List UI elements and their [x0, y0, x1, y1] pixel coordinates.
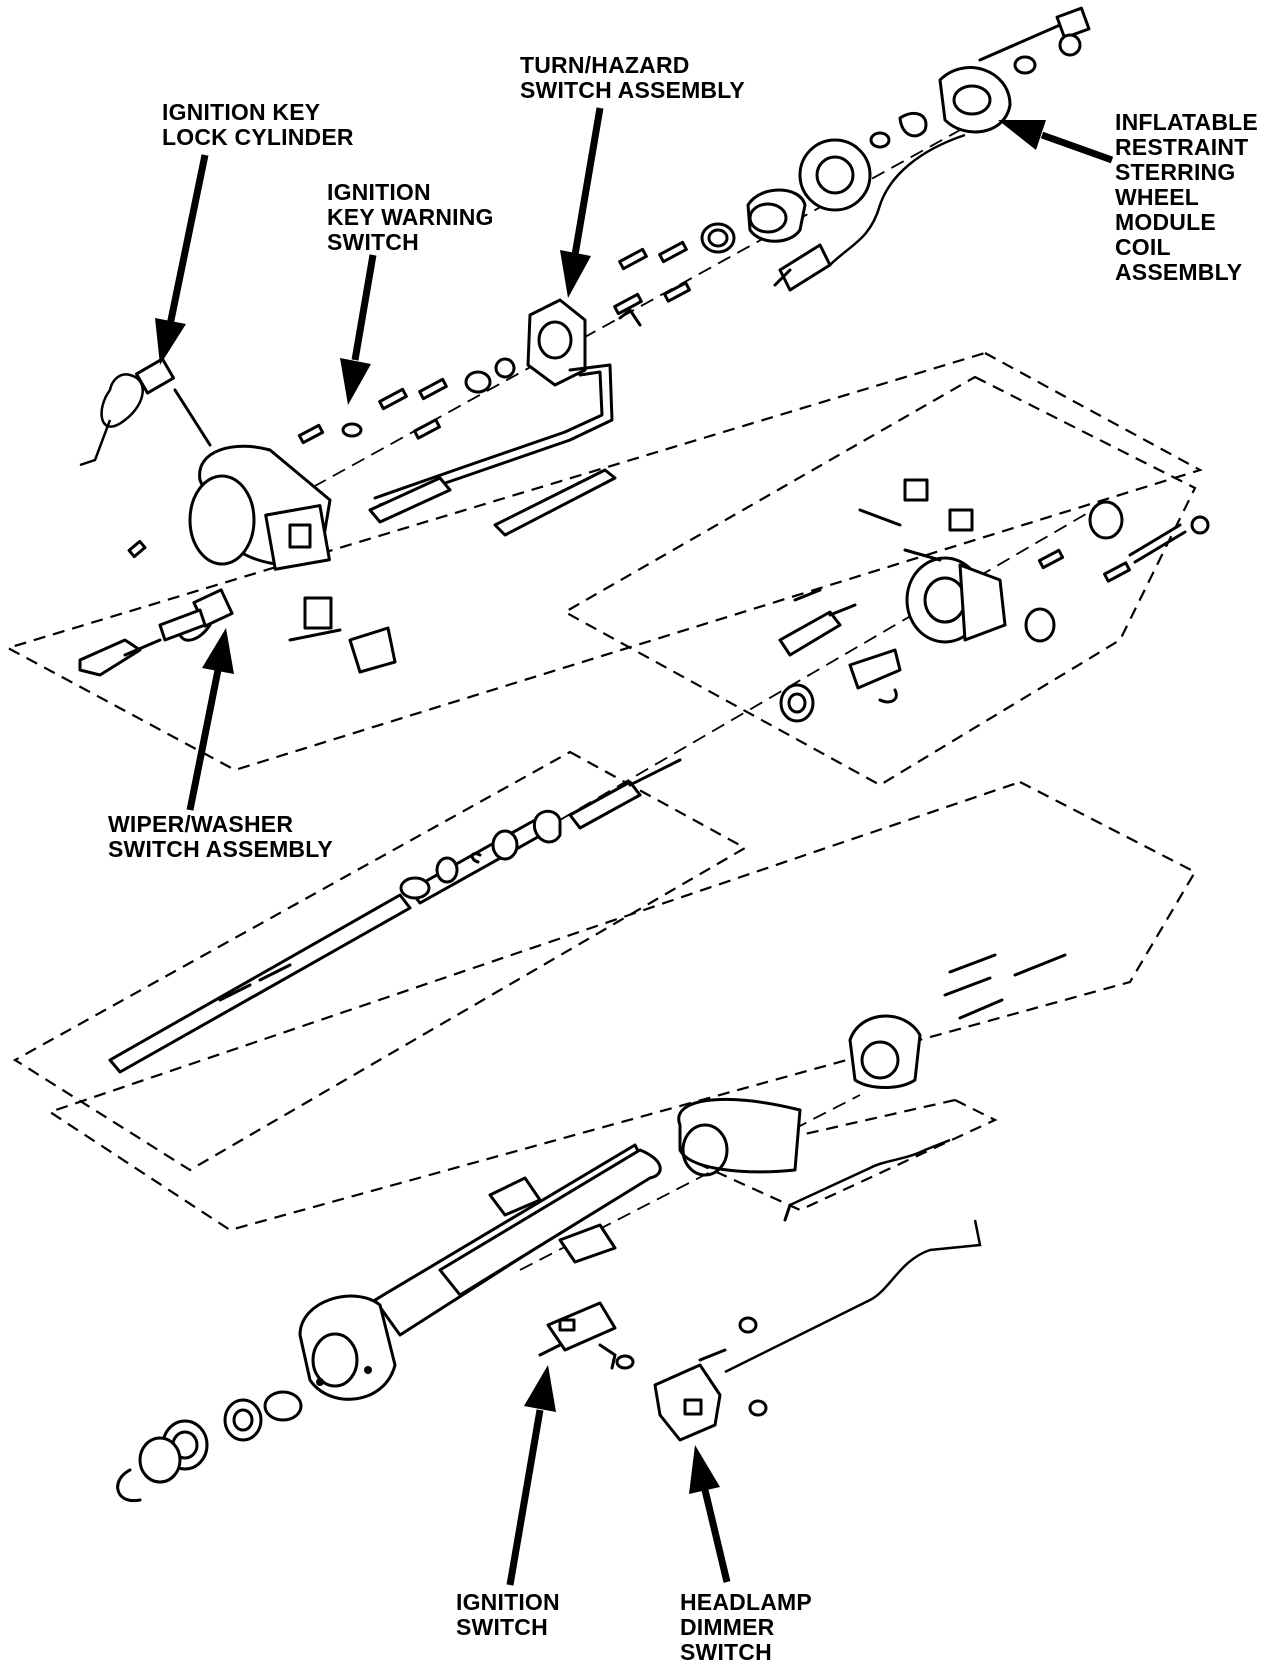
upper-lock-housing-group-box: [5, 351, 1203, 772]
ignition-switch-part: [538, 1301, 635, 1370]
label-line: SWITCH ASSEMBLY: [520, 77, 745, 103]
warning-switch-small-parts: [297, 357, 516, 445]
label-line: MODULE: [1115, 209, 1216, 235]
label-line: HEADLAMP: [680, 1589, 812, 1615]
label-line: SWITCH ASSEMBLY: [108, 836, 333, 862]
label-inflatable-restraint-coil: INFLATABLE RESTRAINT STERRING WHEEL MODU…: [1115, 110, 1258, 285]
label-line: COIL: [1115, 234, 1171, 260]
label-line: TURN/HAZARD: [520, 52, 690, 78]
leader-lock-cylinder: [166, 154, 209, 326]
right-lock-components-group-box: [562, 375, 1197, 787]
label-line: ASSEMBLY: [1115, 259, 1243, 285]
label-line: RESTRAINT: [1115, 134, 1249, 160]
label-line: WHEEL: [1115, 184, 1200, 210]
lock-components-cluster: [778, 478, 1210, 723]
lower-axis-line: [519, 1094, 861, 1271]
headlamp-dimmer-switch-part: [653, 1138, 982, 1442]
leader-wiper-washer: [186, 669, 222, 811]
leader-turn-hazard: [571, 107, 604, 256]
label-ignition-key-warning-switch: IGNITION KEY WARNING SWITCH: [327, 180, 494, 255]
column-jacket: [116, 953, 1067, 1503]
label-line: LOCK CYLINDER: [162, 124, 354, 150]
leader-headlamp-dimmer: [701, 1489, 731, 1583]
upper-axis-line: [274, 107, 1001, 509]
label-line: IGNITION: [456, 1589, 560, 1615]
leader-coil: [1040, 131, 1114, 164]
label-line: IGNITION: [327, 179, 431, 205]
middle-axis-line: [559, 499, 1111, 821]
label-line: SWITCH: [327, 229, 419, 255]
leader-ignition-switch: [506, 1409, 544, 1586]
label-line: INFLATABLE: [1115, 109, 1258, 135]
turn-hazard-switch: [368, 240, 691, 537]
label-line: SWITCH: [456, 1614, 548, 1640]
leader-arrows: [155, 107, 1114, 1586]
label-turn-hazard-switch-assembly: TURN/HAZARD SWITCH ASSEMBLY: [520, 53, 745, 103]
label-line: KEY WARNING: [327, 204, 494, 230]
column-jacket-group-box: [47, 780, 1197, 1232]
label-line: SWITCH: [680, 1639, 772, 1665]
label-line: STERRING: [1115, 159, 1236, 185]
lock-housing: [188, 444, 332, 571]
label-wiper-washer-switch-assembly: WIPER/WASHER SWITCH ASSEMBLY: [108, 812, 333, 862]
upper-shaft-parts: [700, 6, 1091, 292]
label-line: WIPER/WASHER: [108, 811, 294, 837]
lock-cylinder-wire: [79, 357, 212, 467]
label-ignition-key-lock-cylinder: IGNITION KEY LOCK CYLINDER: [162, 100, 354, 150]
label-line: DIMMER: [680, 1614, 775, 1640]
label-line: IGNITION KEY: [162, 99, 321, 125]
wiper-washer-switch: [78, 539, 397, 677]
steering-shaft-group-box: [12, 750, 748, 1172]
leader-warning-switch: [351, 254, 377, 361]
steering-shaft: [108, 758, 682, 1074]
label-ignition-switch: IGNITION SWITCH: [456, 1590, 560, 1640]
label-headlamp-dimmer-switch: HEADLAMP DIMMER SWITCH: [680, 1590, 812, 1665]
